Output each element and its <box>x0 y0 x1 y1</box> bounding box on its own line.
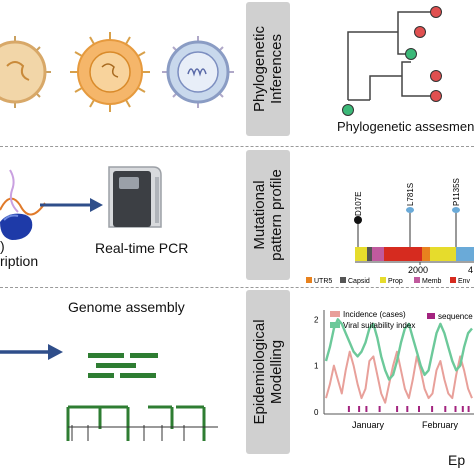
legend-swatch <box>340 277 346 283</box>
sequence-mark <box>378 406 381 412</box>
legend-label: Memb <box>422 278 442 285</box>
reverse-caption-line1: ) <box>0 238 5 254</box>
tree-node-red <box>414 26 426 38</box>
legend-swatch <box>330 322 340 328</box>
sequence-mark <box>454 406 457 412</box>
genome-segment <box>456 247 474 261</box>
sequence-mark <box>365 406 368 412</box>
legend-swatch <box>427 313 435 319</box>
genome-segment <box>422 247 430 261</box>
genome-segment <box>355 247 367 261</box>
legend-label: sequence <box>438 312 473 321</box>
legend-label: Env <box>458 278 471 285</box>
tree-node-red <box>430 90 442 102</box>
mutation-label: D107E <box>354 192 363 216</box>
mutation-marker <box>354 216 362 224</box>
genome-segment <box>367 247 372 261</box>
legend-label: Prop <box>388 278 403 285</box>
sequence-mark <box>358 406 361 412</box>
reverse-transcription-illustration <box>0 169 46 240</box>
legend-label: UTR5 <box>314 278 332 285</box>
sequence-mark <box>467 406 470 412</box>
legend-label: Capsid <box>348 278 370 285</box>
tree-node-red <box>430 70 442 82</box>
mutation-marker <box>406 207 414 213</box>
virus-icon <box>162 36 234 108</box>
sequence-mark <box>461 406 464 412</box>
phylogenetic-tree <box>342 6 442 116</box>
epidemiological-chart: 0 1 2 Incidence (cases) Viral suitability … <box>314 310 474 430</box>
mutation-label: P1135S <box>452 178 461 206</box>
genome-assembly-title: Genome assembly <box>68 299 185 315</box>
x-tick-label: February <box>422 420 459 430</box>
row-separator <box>0 146 474 147</box>
arrow-icon <box>0 344 63 360</box>
phylogenetic-caption: Phylogenetic assesmen <box>337 119 474 134</box>
sequence-mark <box>418 406 420 412</box>
sequence-mark <box>406 406 409 412</box>
row-separator <box>0 287 474 288</box>
legend-label: Viral suitability index <box>343 321 415 330</box>
legend-swatch <box>380 277 386 283</box>
sequence-mark <box>396 406 399 412</box>
pcr-caption: Real-time PCR <box>95 240 189 256</box>
arrow-icon <box>40 198 103 212</box>
axis-tick: 2000 <box>408 265 428 275</box>
genome-segment <box>430 247 456 261</box>
x-tick-label: January <box>352 420 385 430</box>
genome-segment <box>384 247 422 261</box>
virus-icon <box>0 36 51 108</box>
mutation-profile-plot: D107E L781S P1135S 2000 4 UTR5 Capsid Pr… <box>306 178 474 285</box>
tree-node-green <box>342 104 354 116</box>
sequence-mark <box>444 406 447 412</box>
epidemiology-bottom-label: Ep <box>448 452 466 468</box>
legend-swatch <box>306 277 312 283</box>
genome-assembly-illustration <box>66 353 218 441</box>
suitability-series-line <box>324 318 473 381</box>
y-tick-label: 2 <box>314 315 319 324</box>
virus-particles-illustration <box>0 32 234 112</box>
legend-swatch <box>450 277 456 283</box>
pcr-machine-icon <box>108 166 162 228</box>
y-tick-label: 0 <box>314 408 319 417</box>
genome-segment <box>372 247 384 261</box>
incidence-series-line <box>325 350 473 404</box>
sequence-mark <box>431 406 434 412</box>
tree-node-red <box>430 6 442 18</box>
sequence-mark <box>347 406 350 412</box>
reverse-caption-line2: ription <box>0 253 39 269</box>
legend-swatch <box>330 311 340 317</box>
tree-node-green <box>405 48 417 60</box>
virus-icon <box>70 32 150 112</box>
y-tick-label: 1 <box>314 362 319 371</box>
axis-tick: 4 <box>468 265 473 275</box>
mutation-marker <box>452 207 460 213</box>
legend-label: Incidence (cases) <box>343 310 406 319</box>
legend-swatch <box>414 277 420 283</box>
mutation-label: L781S <box>406 183 415 206</box>
